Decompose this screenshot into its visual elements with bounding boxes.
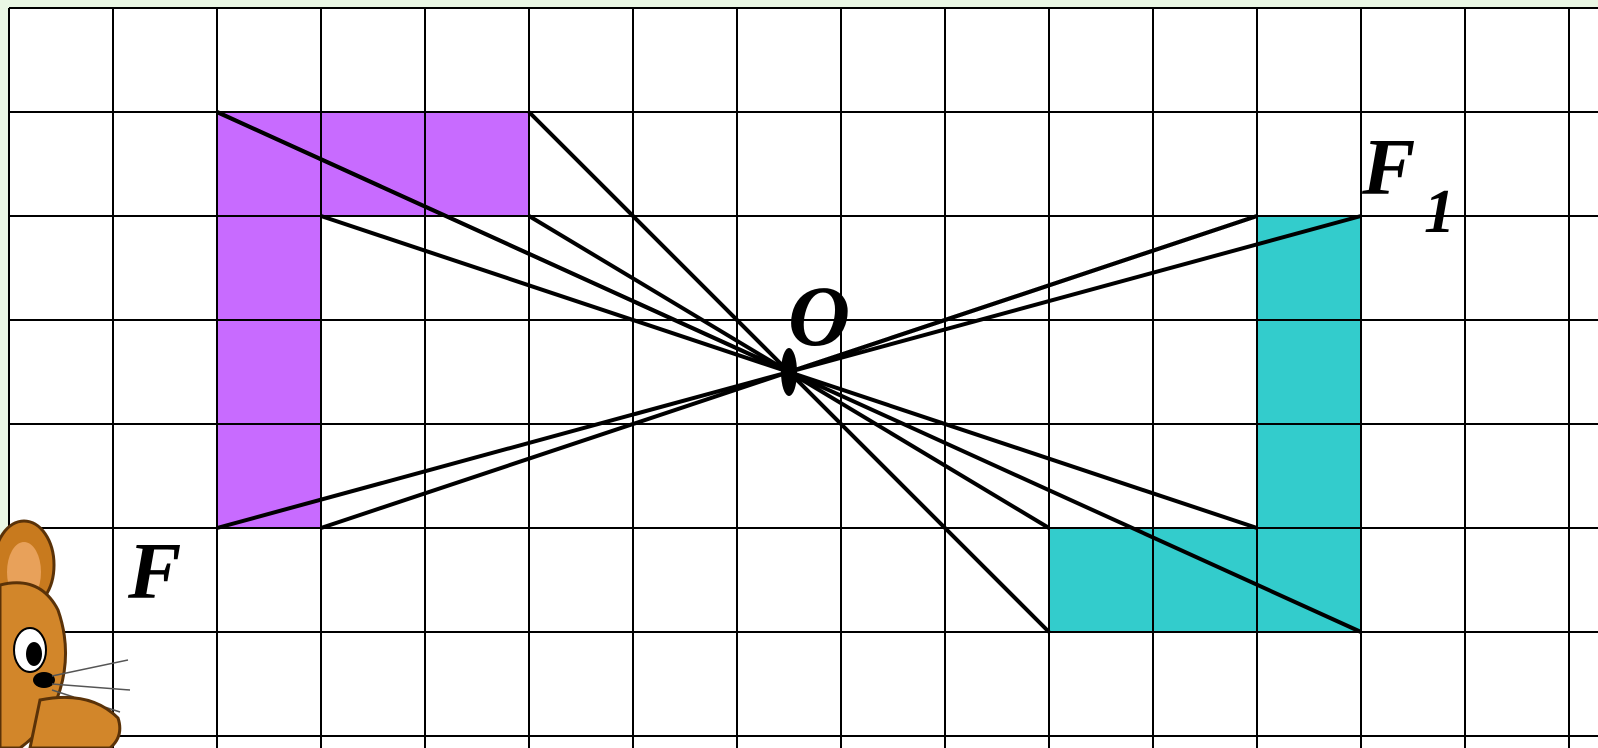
figure-f-cell (217, 216, 321, 320)
label-f: F (127, 528, 181, 616)
center-point-o (781, 348, 797, 396)
figure-f1-cell (1257, 320, 1361, 424)
figure-f1 (1049, 216, 1361, 632)
figure-f1-cell (1257, 216, 1361, 320)
label-f1-subscript: 1 (1424, 178, 1455, 246)
label-o: O (788, 268, 850, 364)
mouse-nose-icon (33, 672, 55, 688)
figure-f1-cell (1049, 528, 1153, 632)
grid-lines (8, 7, 1598, 748)
label-f1: F (1361, 124, 1415, 212)
figure-f1-cell (1257, 528, 1361, 632)
figure-f (217, 112, 529, 528)
figure-f-cell (217, 320, 321, 424)
figure-f-cell (217, 424, 321, 528)
figure-f-cell (217, 112, 321, 216)
mouse-paw-icon (28, 695, 122, 748)
cartoon-mouse-mascot (0, 519, 131, 748)
figure-f1-cell (1257, 424, 1361, 528)
figure-f-cell (425, 112, 529, 216)
